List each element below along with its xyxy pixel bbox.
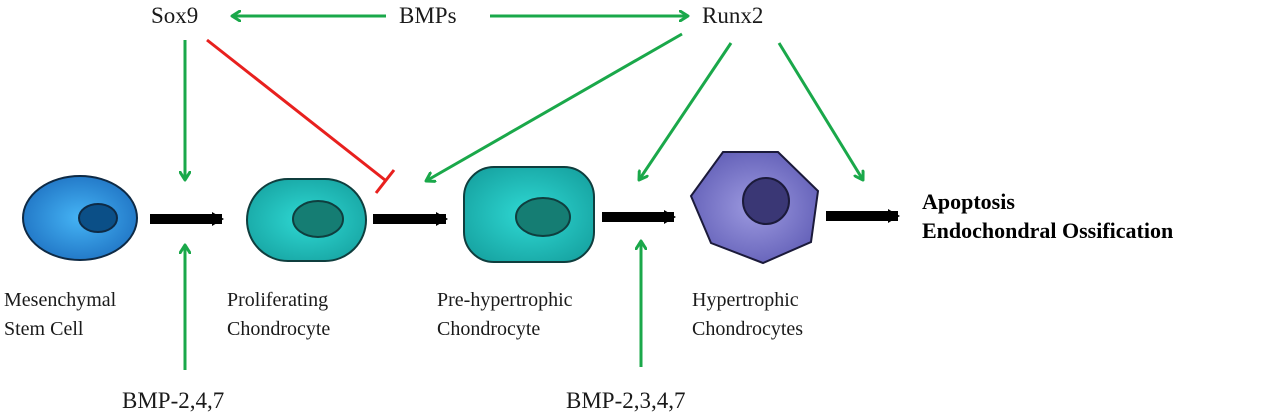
arrow-runx2-to-prehypertrophic-transition: [639, 42, 733, 180]
stage-label-proliferating: Proliferating Chondrocyte: [227, 286, 330, 344]
stage-label-line2: Chondrocyte: [437, 318, 541, 340]
bmp-2-4-7-label: BMP-2,4,7: [122, 388, 225, 413]
stage-label-line2: Stem Cell: [4, 318, 84, 340]
stage-label-hypertrophic: Hypertrophic Chondrocytes: [692, 286, 803, 344]
bmp-2-3-4-7-label: BMP-2,3,4,7: [566, 388, 686, 413]
proliferating-chondrocyte: [246, 178, 367, 262]
prehypertrophic-nucleus: [515, 197, 571, 237]
stage-label-line1: Proliferating: [227, 289, 329, 311]
runx2-label: Runx2: [702, 3, 764, 28]
proliferating-nucleus: [292, 200, 344, 238]
arrow-runx2-to-proliferating-transition: [426, 32, 683, 181]
prehypertrophic-chondrocyte: [463, 166, 595, 263]
hypertrophic-nucleus: [742, 177, 790, 225]
inhibit-sox9-to-proliferating-transition: [206, 38, 386, 182]
stage-label-line2: Chondrocyte: [227, 318, 331, 340]
stage-label-line1: Mesenchymal: [4, 289, 117, 311]
outcome-apoptosis: Apoptosis: [922, 189, 1015, 214]
sox9-label: Sox9: [151, 3, 199, 28]
msc-nucleus: [78, 203, 118, 233]
bmps-label: BMPs: [399, 3, 457, 28]
outcome-endochondral-ossification: Endochondral Ossification: [922, 218, 1174, 243]
outcome-label: Apoptosis Endochondral Ossification: [922, 187, 1173, 245]
inhibit-bar: [374, 169, 396, 194]
stage-label-msc: Mesenchymal Stem Cell: [4, 286, 116, 344]
stage-label-line1: Hypertrophic: [692, 289, 799, 311]
hypertrophic-chondrocyte: [689, 151, 820, 265]
stage-label-prehypertrophic: Pre-hypertrophic Chondrocyte: [437, 286, 573, 344]
arrow-runx2-to-outcome-transition: [777, 42, 863, 180]
stage-label-line2: Chondrocytes: [692, 318, 804, 340]
stage-label-line1: Pre-hypertrophic: [437, 289, 573, 311]
mesenchymal-stem-cell: [22, 175, 138, 261]
